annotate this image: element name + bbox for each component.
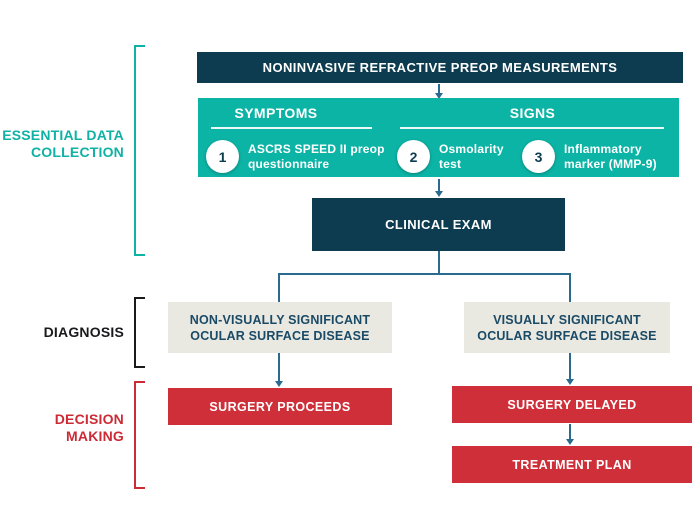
node-surgery-proceeds: SURGERY PROCEEDS xyxy=(168,388,392,425)
node-treatment-plan: TREATMENT PLAN xyxy=(452,446,692,483)
node-non-visually-significant-osd: NON-VISUALLY SIGNIFICANT OCULAR SURFACE … xyxy=(168,302,392,353)
panel-symptoms-signs: SYMPTOMS SIGNS 1 ASCRS SPEED II preop qu… xyxy=(198,98,679,177)
panel-header-symptoms: SYMPTOMS xyxy=(234,105,318,121)
connector-branch-left-drop xyxy=(278,273,280,302)
symptoms-underline xyxy=(211,127,372,129)
step-3-badge: 3 xyxy=(522,140,555,173)
arrow-measurements-to-panel xyxy=(434,84,443,99)
connector-exam-stem xyxy=(438,251,440,274)
arrow-panel-to-clinical-exam xyxy=(434,179,443,197)
stage-label-essential-data-collection: ESSENTIAL DATA COLLECTION xyxy=(2,127,124,160)
step-3-label: Inflammatory marker (MMP-9) xyxy=(564,142,657,171)
step-2-badge: 2 xyxy=(397,140,430,173)
signs-underline xyxy=(400,127,664,129)
bracket-essential-data-collection xyxy=(134,45,145,256)
node-surgery-delayed: SURGERY DELAYED xyxy=(452,386,692,423)
stage-label-diagnosis: DIAGNOSIS xyxy=(43,324,124,340)
node-visually-significant-osd: VISUALLY SIGNIFICANT OCULAR SURFACE DISE… xyxy=(464,302,670,353)
node-clinical-exam: CLINICAL EXAM xyxy=(312,198,565,251)
connector-branch-horizontal xyxy=(278,273,571,275)
step-2-label: Osmolarity test xyxy=(439,142,504,171)
arrow-delayed-to-treatment-plan xyxy=(565,424,574,445)
panel-header-signs: SIGNS xyxy=(509,105,556,121)
arrow-vs-to-surgery-delayed xyxy=(565,353,574,385)
bracket-diagnosis xyxy=(134,297,145,368)
step-1-label: ASCRS SPEED II preop questionnaire xyxy=(248,142,385,171)
node-noninvasive-preop-measurements: NONINVASIVE REFRACTIVE PREOP MEASUREMENT… xyxy=(197,52,683,83)
connector-branch-right-drop xyxy=(569,273,571,302)
bracket-decision-making xyxy=(134,381,145,489)
stage-label-decision-making: DECISION MAKING xyxy=(54,411,124,444)
step-1-badge: 1 xyxy=(206,140,239,173)
arrow-nvs-to-surgery-proceeds xyxy=(274,353,283,387)
